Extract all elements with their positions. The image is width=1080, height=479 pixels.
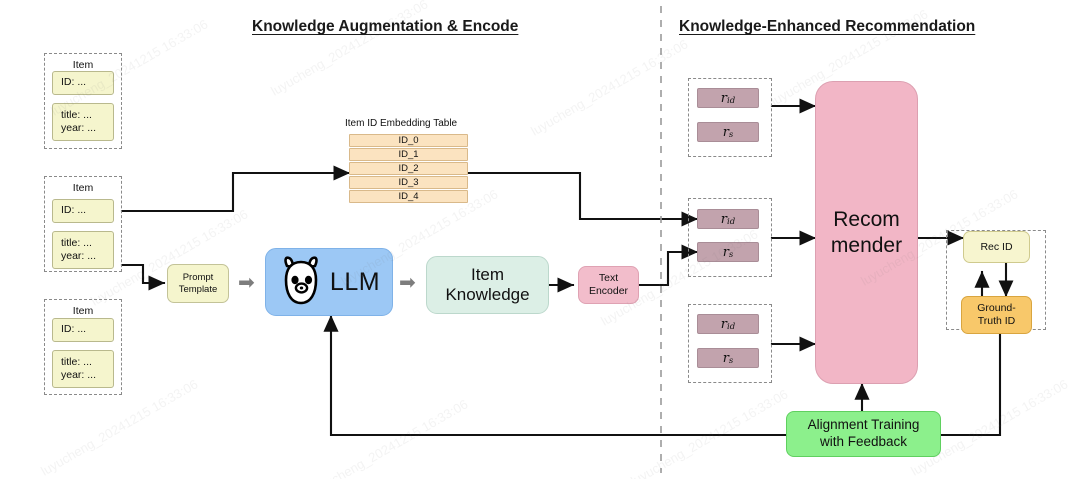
- embedding-row-0[interactable]: ID_0: [349, 134, 468, 147]
- arrow-item-to-prompt: [120, 263, 166, 291]
- r-id-symbol: r: [720, 90, 728, 106]
- thick-arrow-prompt-to-llm: ➡: [238, 272, 255, 294]
- representation-group-1[interactable]: [688, 78, 772, 157]
- arrow-feedback-to-llm: [323, 314, 788, 437]
- r-id-subscript: id: [727, 217, 736, 227]
- embedding-row-2[interactable]: ID_2: [349, 162, 468, 175]
- text-encoder-line1: Text: [598, 272, 619, 285]
- recommender-line2: mender: [830, 233, 903, 257]
- item-id-field-1[interactable]: ID: ...: [52, 71, 114, 95]
- ground-truth-line1: Ground-: [977, 302, 1016, 315]
- text-encoder-line2: Encoder: [588, 285, 629, 297]
- recommender-line1: Recom: [833, 208, 900, 232]
- r-id-symbol: r: [720, 211, 728, 227]
- item-title-1: title: ...: [61, 108, 92, 121]
- prompt-template-node[interactable]: Prompt Template: [167, 264, 229, 303]
- r-s-subscript: s: [728, 356, 734, 366]
- representation-group-2[interactable]: [688, 198, 772, 277]
- arrow-itemid-to-embedtable: [120, 165, 351, 213]
- ground-truth-id-node[interactable]: Ground- Truth ID: [961, 296, 1032, 334]
- embedding-row-3[interactable]: ID_3: [349, 176, 468, 189]
- item-group-3[interactable]: Item: [44, 299, 122, 395]
- item-meta-field-2[interactable]: title: ... year: ...: [52, 231, 114, 269]
- item-id-field-3[interactable]: ID: ...: [52, 318, 114, 342]
- item-group-label: Item: [72, 59, 94, 71]
- item-knowledge-node[interactable]: Item Knowledge: [426, 256, 549, 314]
- embedding-row-1[interactable]: ID_1: [349, 148, 468, 161]
- section-title-right: Knowledge-Enhanced Recommendation: [679, 18, 976, 35]
- line-groundtruth-to-feedback: [939, 328, 1002, 437]
- item-group-label: Item: [72, 305, 94, 317]
- item-meta-field-3[interactable]: title: ... year: ...: [52, 350, 114, 388]
- item-id-field-2[interactable]: ID: ...: [52, 199, 114, 223]
- rec-id-node[interactable]: Rec ID: [963, 231, 1030, 263]
- item-year-3: year: ...: [61, 369, 97, 381]
- llm-label: LLM: [329, 267, 381, 296]
- text-encoder-node[interactable]: Text Encoder: [578, 266, 639, 304]
- embedding-table-caption: Item ID Embedding Table: [345, 118, 458, 129]
- llm-node[interactable]: LLM: [265, 248, 393, 316]
- item-year-1: year: ...: [61, 122, 97, 134]
- item-knowledge-line1: Item: [470, 264, 505, 284]
- arrow-embed-to-rid: [466, 171, 699, 227]
- thick-arrow-llm-to-knowledge: ➡: [399, 272, 416, 294]
- item-title-2: title: ...: [61, 236, 92, 249]
- embedding-row-4[interactable]: ID_4: [349, 190, 468, 203]
- prompt-template-line1: Prompt: [182, 271, 214, 283]
- item-group-2[interactable]: Item: [44, 176, 122, 272]
- r-s-subscript: s: [728, 250, 734, 260]
- section-title-left: Knowledge Augmentation & Encode: [252, 18, 519, 35]
- item-title-3: title: ...: [61, 355, 92, 368]
- item-group-label: Item: [72, 182, 94, 194]
- r-s-symbol: r: [722, 350, 729, 366]
- r-id-symbol: r: [720, 316, 728, 332]
- r-id-subscript: id: [727, 322, 736, 332]
- r-s-symbol: r: [722, 244, 729, 260]
- feedback-line2: with Feedback: [819, 434, 908, 449]
- representation-group-3[interactable]: [688, 304, 772, 383]
- item-knowledge-line2: Knowledge: [445, 285, 530, 304]
- feedback-line1: Alignment Training: [807, 417, 920, 433]
- r-id-subscript: id: [727, 96, 736, 106]
- prompt-template-line2: Template: [178, 283, 218, 295]
- item-year-2: year: ...: [61, 250, 97, 262]
- r-s-symbol: r: [722, 124, 729, 140]
- llama-icon: [278, 255, 324, 309]
- item-meta-field-1[interactable]: title: ... year: ...: [52, 103, 114, 141]
- recommender-node[interactable]: Recom mender: [815, 81, 918, 384]
- r-s-subscript: s: [728, 130, 734, 140]
- ground-truth-line2: Truth ID: [977, 315, 1016, 327]
- alignment-training-node[interactable]: Alignment Training with Feedback: [786, 411, 941, 457]
- item-group-1[interactable]: Item: [44, 53, 122, 149]
- arrow-encoder-to-rs: [637, 244, 699, 287]
